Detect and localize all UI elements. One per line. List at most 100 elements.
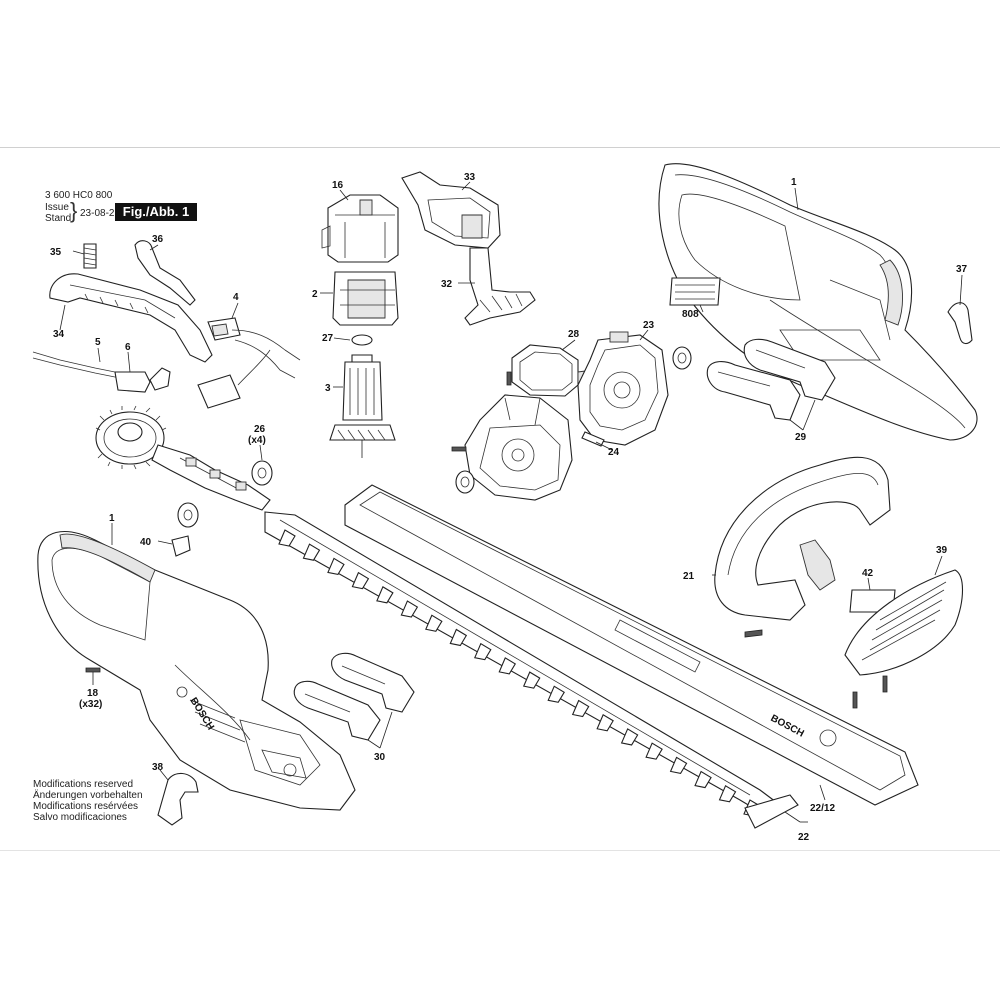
- blade-guard-22-12: [344, 484, 919, 806]
- blade-tooth: [498, 657, 517, 675]
- screw-39b: [882, 675, 888, 693]
- grip-pads-30: [293, 652, 415, 741]
- brace-glyph: }: [70, 198, 78, 223]
- washer-27: [351, 334, 373, 346]
- label-18: 18: [87, 688, 99, 699]
- vent-cover-39: [844, 569, 964, 676]
- label-35: 35: [50, 247, 62, 258]
- front-guard-21: [714, 456, 891, 621]
- label-28: 28: [568, 329, 580, 340]
- strain-relief-6: [114, 367, 171, 393]
- bushing-left: [455, 470, 475, 494]
- handle-34: [49, 273, 213, 363]
- label-27: 27: [322, 333, 334, 344]
- bottom-frame-line: [0, 850, 1000, 851]
- cable-5: [32, 351, 131, 381]
- blade-tooth: [718, 784, 737, 803]
- spring-35: [83, 243, 97, 269]
- figure-label: Fig./Abb. 1: [115, 203, 197, 221]
- label-40: 40: [140, 537, 152, 548]
- screw-b: [451, 446, 467, 452]
- label-24: 24: [608, 447, 620, 458]
- blade-tooth: [425, 614, 443, 632]
- blade-tooth: [376, 586, 394, 604]
- modification-notes: Modifications reserved Änderungen vorbeh…: [33, 779, 143, 823]
- label-26: 26: [254, 424, 266, 435]
- blade-tooth: [474, 642, 492, 661]
- note-line-en: Modifications reserved: [33, 779, 134, 790]
- bushing-front: [177, 502, 199, 528]
- note-line-de: Änderungen vorbehalten: [33, 790, 143, 801]
- issue-date: 23-08-29: [80, 208, 121, 219]
- label-18-qty: (x32): [79, 699, 102, 710]
- label-21: 21: [683, 571, 695, 582]
- label-36: 36: [152, 234, 164, 245]
- blade-tooth: [522, 671, 541, 689]
- clip-40: [171, 535, 191, 557]
- label-26-qty: (x4): [248, 435, 266, 446]
- label-32: 32: [441, 279, 453, 290]
- label-23: 23: [643, 320, 655, 331]
- clip-37: [947, 302, 973, 345]
- document-number: 3 600 HC0 800: [45, 190, 113, 201]
- screw-39a: [852, 691, 858, 709]
- motor-cover-16: [321, 194, 399, 263]
- blade-tooth: [620, 728, 639, 746]
- bushing-23b: [672, 346, 692, 370]
- blade-tooth: [351, 571, 370, 590]
- label-22-12: 22/12: [810, 803, 835, 814]
- cable-32: [464, 247, 536, 326]
- label-4: 4: [233, 292, 239, 303]
- label-808: 808: [682, 309, 699, 320]
- leader-lines: [59, 181, 963, 823]
- screw-18: [85, 667, 101, 673]
- label-37: 37: [956, 264, 968, 275]
- blade-tooth: [327, 557, 345, 576]
- blade-tooth: [278, 529, 296, 547]
- gear-housing-lower: [464, 394, 573, 501]
- label-42: 42: [862, 568, 874, 579]
- blade-tooth: [596, 713, 614, 732]
- label-6: 6: [125, 342, 131, 353]
- label-1-top: 1: [791, 177, 797, 188]
- blade-tooth: [669, 756, 688, 774]
- label-5: 5: [95, 337, 101, 348]
- bushing-26: [251, 460, 273, 486]
- blade-tooth: [571, 699, 590, 718]
- housing-half-top: [658, 163, 978, 441]
- connecting-rod: [151, 444, 271, 511]
- drive-gear: [95, 405, 167, 470]
- label-3: 3: [325, 383, 331, 394]
- blade-tooth: [302, 543, 321, 561]
- screw-21: [744, 629, 763, 638]
- switch-frame-33: [401, 171, 501, 249]
- label-2: 2: [312, 289, 318, 300]
- blade-tooth: [645, 742, 663, 760]
- housing-half-left: BOSCH: [37, 531, 356, 811]
- clip-38: [157, 772, 199, 826]
- armature-3: [329, 354, 396, 458]
- label-30: 30: [374, 752, 386, 763]
- gearbox-23: [577, 331, 669, 446]
- blade-tip-cap: [744, 794, 799, 829]
- blade-tooth: [694, 770, 712, 789]
- pin-24: [581, 431, 605, 447]
- grip-pads-29: [706, 338, 836, 421]
- stator-2: [332, 271, 399, 326]
- lever-36: [134, 240, 196, 306]
- label-33: 33: [464, 172, 476, 183]
- blade-tooth: [547, 685, 565, 703]
- switch-4: [197, 317, 301, 409]
- label-29: 29: [795, 432, 807, 443]
- stand-label: Stand: [45, 213, 72, 224]
- label-22: 22: [798, 832, 810, 843]
- blade-teeth: [278, 529, 761, 817]
- top-frame-line: [0, 147, 1000, 148]
- label-39: 39: [936, 545, 948, 556]
- issue-label: Issue: [45, 202, 69, 213]
- note-line-es: Salvo modificaciones: [33, 812, 127, 823]
- label-38: 38: [152, 762, 164, 773]
- screw-a: [506, 371, 512, 386]
